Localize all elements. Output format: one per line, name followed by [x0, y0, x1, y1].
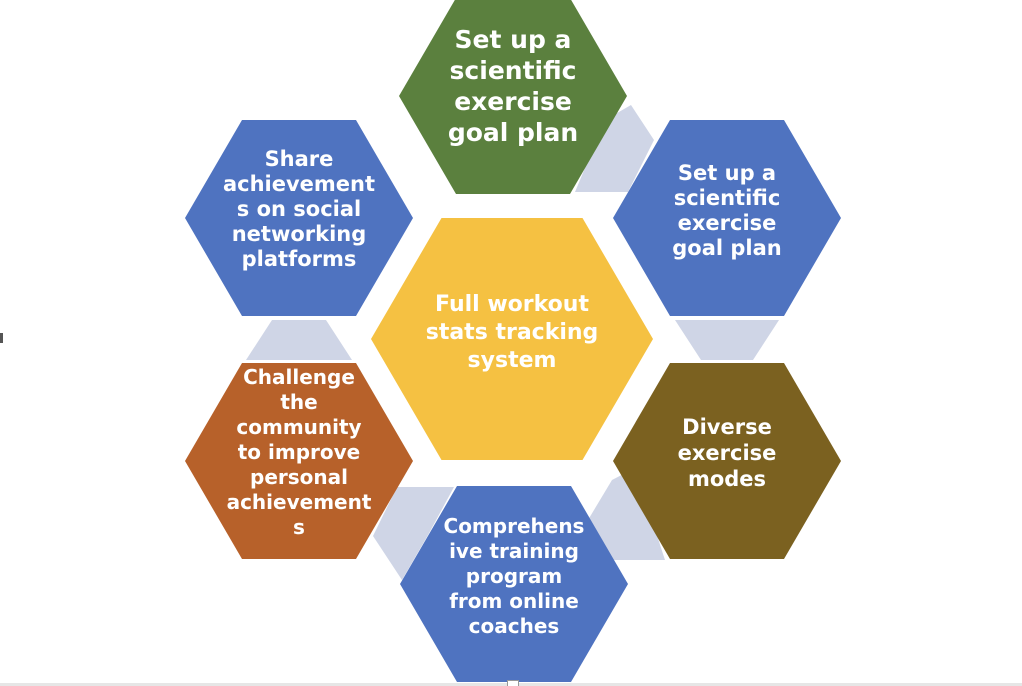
hexagon-shape-lower-right	[613, 363, 841, 559]
hexagon-label-line: Set up a	[678, 161, 776, 185]
hexagon-label-line: coaches	[469, 614, 560, 638]
hexagon-shape-top	[399, 0, 627, 194]
connector-lower-right-to-bottom	[588, 468, 665, 560]
resize-handle[interactable]	[507, 680, 519, 686]
hexagon-label-line: Full workout	[435, 292, 589, 317]
hexagon-label-line: system	[468, 348, 557, 373]
hexagon-label-line: the	[280, 390, 317, 414]
connector-bottom-to-lower-left	[373, 487, 454, 580]
hexagon-label-line: stats tracking	[426, 320, 599, 345]
hexagon-shape-lower-left	[185, 363, 413, 559]
hexagon-label-line: Diverse	[682, 415, 772, 439]
hexagon-label-line: s	[293, 515, 305, 539]
hexagon-label-line: scientific	[450, 56, 577, 85]
hexagon-shape-upper-right	[613, 120, 841, 316]
hexagon-shape-center	[371, 218, 653, 460]
hexagon-label-line: to improve	[238, 440, 360, 464]
hexagon-label-line: s on social	[237, 197, 361, 221]
connector-top-to-upper-right	[575, 105, 654, 192]
hexagon-label-line: achievement	[223, 172, 375, 196]
hexagon-shape-bottom	[400, 486, 628, 682]
hexagon-label-line: networking	[232, 222, 367, 246]
hexagon-label-line: personal	[250, 465, 348, 489]
hexagon-label-line: Comprehens	[444, 514, 585, 538]
hexagon-label-line: program	[466, 564, 562, 588]
hexagon-label-line: exercise	[454, 87, 572, 116]
hexagon-shape-upper-left	[185, 120, 413, 316]
hexagon-label-line: achievement	[227, 490, 372, 514]
hexagon-label-line: ive training	[449, 539, 579, 563]
left-edge-marker	[0, 333, 3, 343]
hexagon-label-line: exercise	[678, 211, 777, 235]
connector-layer	[246, 105, 779, 580]
hexagon-center: Full workout stats tracking system	[371, 218, 653, 460]
hexagon-label-line: community	[236, 415, 361, 439]
hexagon-label-line: goal plan	[448, 118, 578, 147]
hexagon-label-line: Share	[265, 147, 334, 171]
connector-lower-left-to-upper-left	[246, 320, 352, 360]
hexagon-label-line: from online	[449, 589, 579, 613]
connector-upper-right-to-lower-right	[675, 320, 779, 360]
hexagon-label-line: exercise	[678, 441, 777, 465]
hexagon-label-line: Set up a	[455, 25, 572, 54]
hexagon-label-line: goal plan	[672, 236, 782, 260]
hexagon-label-line: scientific	[674, 186, 781, 210]
hexagon-label-line: platforms	[242, 247, 357, 271]
hexagon-label-line: Challenge	[243, 365, 355, 389]
hexagon-label-line: modes	[688, 467, 766, 491]
